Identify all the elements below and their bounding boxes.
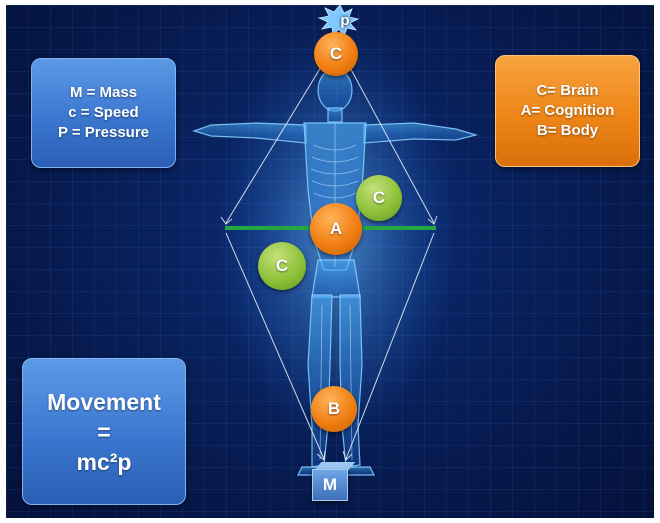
formula-equals: = <box>97 418 111 445</box>
formula-box: Movement = mc²p <box>22 358 186 505</box>
formula-expression: mc²p <box>76 448 132 475</box>
legend-pressure: P = Pressure <box>57 124 150 141</box>
key-brain: C= Brain <box>536 82 599 99</box>
pressure-starburst <box>317 5 360 37</box>
force-arrows <box>220 48 438 461</box>
pressure-label: p <box>340 12 350 29</box>
variable-legend-box: M = Mass c = Speed P = Pressure <box>31 58 176 168</box>
key-cognition: A= Cognition <box>520 102 615 119</box>
legend-speed: c = Speed <box>68 104 139 121</box>
node-key-box: C= Brain A= Cognition B= Body <box>495 55 640 167</box>
key-body: B= Body <box>536 122 599 139</box>
mass-cube: M <box>312 469 348 501</box>
node-c-speed-lower: C <box>258 242 306 290</box>
node-a-cognition: A <box>310 203 362 255</box>
legend-mass: M = Mass <box>69 84 138 101</box>
node-c-brain: C <box>314 32 358 76</box>
node-c-speed-upper: C <box>356 175 402 221</box>
node-b-body: B <box>311 386 357 432</box>
diagram-canvas: M = Mass c = Speed P = Pressure C= Brain… <box>6 5 654 518</box>
formula-title: Movement <box>47 388 161 415</box>
